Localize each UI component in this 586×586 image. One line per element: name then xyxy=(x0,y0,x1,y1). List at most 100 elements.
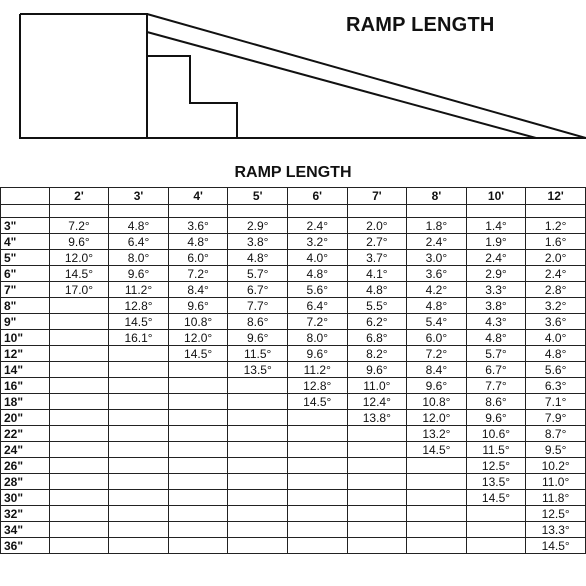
rise-label: 6" xyxy=(0,265,50,282)
angle-cell xyxy=(167,537,229,554)
table-row: 24"14.5°11.5°9.5° xyxy=(0,441,586,458)
angle-cell: 2.4° xyxy=(525,265,586,282)
table-row: 4"9.6°6.4°4.8°3.8°3.2°2.7°2.4°1.9°1.6° xyxy=(0,233,586,250)
angle-cell: 9.6° xyxy=(465,409,527,426)
rise-label: 32" xyxy=(0,505,50,522)
rise-label: 8" xyxy=(0,297,50,314)
angle-cell: 2.9° xyxy=(465,265,527,282)
header-row: 2'3'4'5'6'7'8'10'12' xyxy=(0,187,586,205)
angle-cell: 2.0° xyxy=(525,249,586,266)
angle-cell: 4.0° xyxy=(525,329,586,346)
angle-cell xyxy=(346,473,408,490)
angle-cell: 4.1° xyxy=(346,265,408,282)
table-row: 26"12.5°10.2° xyxy=(0,457,586,474)
table-row: 14"13.5°11.2°9.6°8.4°6.7°5.6° xyxy=(0,361,586,378)
angle-cell xyxy=(346,441,408,458)
angle-cell xyxy=(108,489,169,506)
angle-cell xyxy=(406,521,467,538)
rise-label: 18" xyxy=(0,393,50,410)
angle-cell xyxy=(346,489,408,506)
angle-cell: 4.8° xyxy=(227,249,288,266)
spacer-cell xyxy=(108,204,169,218)
spacer-cell xyxy=(167,204,229,218)
stairs-outline xyxy=(147,55,238,138)
angle-cell xyxy=(48,393,110,410)
angle-cell: 3.2° xyxy=(525,297,586,314)
angle-cell: 2.4° xyxy=(465,249,527,266)
rise-label: 14" xyxy=(0,361,50,378)
angle-cell: 6.0° xyxy=(167,249,229,266)
angle-cell xyxy=(48,377,110,394)
table-row: 28"13.5°11.0° xyxy=(0,473,586,490)
angle-cell: 6.4° xyxy=(108,233,169,250)
angle-cell xyxy=(346,505,408,522)
angle-cell: 11.5° xyxy=(227,345,288,362)
column-header: 2' xyxy=(48,187,110,205)
angle-cell xyxy=(286,505,348,522)
rise-label: 16" xyxy=(0,377,50,394)
angle-cell: 1.6° xyxy=(525,233,586,250)
table-row: 8"12.8°9.6°7.7°6.4°5.5°4.8°3.8°3.2° xyxy=(0,297,586,314)
angle-cell xyxy=(167,521,229,538)
angle-cell: 14.5° xyxy=(108,313,169,330)
angle-cell xyxy=(167,361,229,378)
angle-cell: 13.5° xyxy=(465,473,527,490)
rise-label: 9" xyxy=(0,313,50,330)
angle-cell: 7.7° xyxy=(465,377,527,394)
angle-cell xyxy=(286,537,348,554)
angle-cell xyxy=(108,393,169,410)
angle-cell xyxy=(227,473,288,490)
angle-cell: 14.5° xyxy=(525,537,586,554)
angle-cell: 13.3° xyxy=(525,521,586,538)
angle-cell: 4.8° xyxy=(406,297,467,314)
table-row: 22"13.2°10.6°8.7° xyxy=(0,425,586,442)
angle-cell xyxy=(346,537,408,554)
angle-cell xyxy=(167,377,229,394)
column-header: 10' xyxy=(465,187,527,205)
angle-cell: 11.5° xyxy=(465,441,527,458)
spacer-cell xyxy=(48,204,110,218)
angle-cell: 7.9° xyxy=(525,409,586,426)
angle-cell xyxy=(167,441,229,458)
angle-cell: 3.6° xyxy=(525,313,586,330)
angle-cell: 8.4° xyxy=(406,361,467,378)
column-header: 8' xyxy=(406,187,467,205)
angle-cell: 1.4° xyxy=(465,217,527,234)
angle-cell xyxy=(406,489,467,506)
angle-cell: 5.7° xyxy=(227,265,288,282)
angle-cell xyxy=(48,521,110,538)
angle-cell: 3.8° xyxy=(465,297,527,314)
angle-cell: 12.8° xyxy=(108,297,169,314)
angle-cell: 4.8° xyxy=(167,233,229,250)
angle-cell xyxy=(465,537,527,554)
ramp-diagram xyxy=(19,13,586,139)
angle-cell: 9.6° xyxy=(108,265,169,282)
rise-label: 10" xyxy=(0,329,50,346)
angle-cell: 4.3° xyxy=(465,313,527,330)
angle-cell: 8.2° xyxy=(346,345,408,362)
angle-cell xyxy=(286,425,348,442)
angle-cell: 13.5° xyxy=(227,361,288,378)
angle-cell: 13.8° xyxy=(346,409,408,426)
angle-cell: 5.5° xyxy=(346,297,408,314)
table-row: 34"13.3° xyxy=(0,521,586,538)
angle-cell: 4.8° xyxy=(465,329,527,346)
table-row: 10"16.1°12.0°9.6°8.0°6.8°6.0°4.8°4.0° xyxy=(0,329,586,346)
angle-cell xyxy=(108,473,169,490)
rise-label: 4" xyxy=(0,233,50,250)
angle-cell xyxy=(227,441,288,458)
angle-cell xyxy=(48,425,110,442)
angle-cell xyxy=(167,505,229,522)
angle-cell: 5.6° xyxy=(286,281,348,298)
angle-cell: 10.2° xyxy=(525,457,586,474)
angle-cell: 2.4° xyxy=(286,217,348,234)
spacer-cell xyxy=(525,204,586,218)
angle-cell xyxy=(48,345,110,362)
table-row: 3"7.2°4.8°3.6°2.9°2.4°2.0°1.8°1.4°1.2° xyxy=(0,217,586,234)
spacer-cell xyxy=(406,204,467,218)
angle-cell: 7.2° xyxy=(48,217,110,234)
angle-cell xyxy=(227,505,288,522)
angle-cell: 12.8° xyxy=(286,377,348,394)
angle-cell: 8.0° xyxy=(108,249,169,266)
angle-cell: 11.8° xyxy=(525,489,586,506)
